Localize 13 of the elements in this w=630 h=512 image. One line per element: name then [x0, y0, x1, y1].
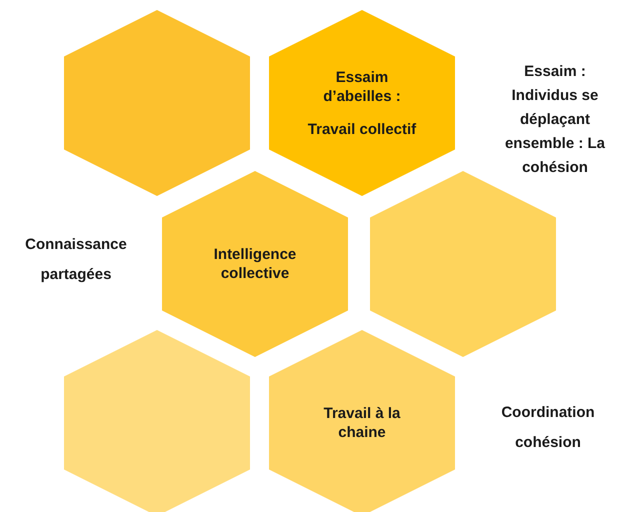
side-note: Essaim : Individus se déplaçant ensemble : La cohésion	[504, 62, 606, 178]
tile-text: Travail à la chaine	[322, 404, 402, 442]
tile-text: Essaim d’abeilles :	[322, 68, 402, 106]
hexagon-tile	[162, 171, 348, 357]
tile-text: Travail collectif	[307, 120, 417, 138]
hexagon-tile	[370, 171, 556, 357]
tile-text: Intelligence collective	[212, 245, 298, 283]
side-note: Connaissance partagées	[24, 235, 128, 285]
hexagon-tile	[269, 330, 455, 512]
hexagon-tile	[64, 10, 250, 196]
side-note: Coordination cohésion	[500, 403, 596, 453]
hexagon-tile	[269, 10, 455, 196]
hexagon-tile	[64, 330, 250, 512]
